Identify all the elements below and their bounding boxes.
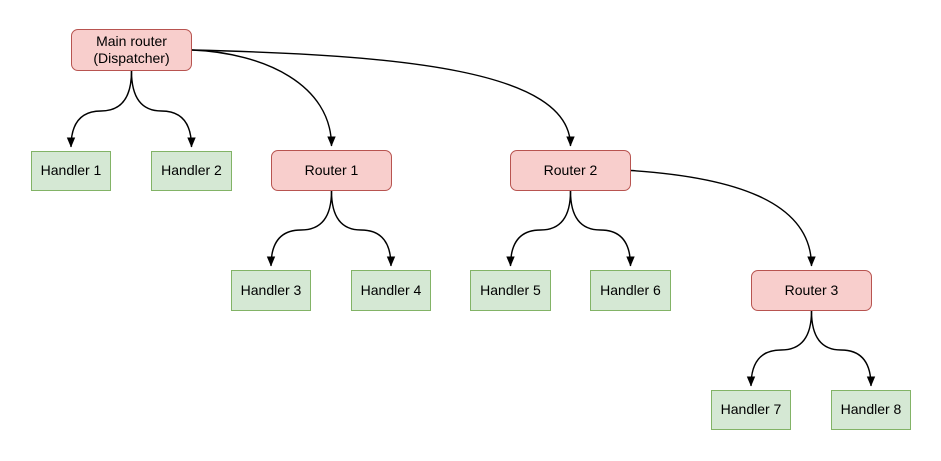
node-handler-3: Handler 3 <box>231 270 311 311</box>
edge-router1-to-handler3 <box>266 190 333 267</box>
edge-main-to-router1 <box>191 49 336 147</box>
node-router-2: Router 2 <box>510 150 631 191</box>
node-handler-7: Handler 7 <box>711 390 791 430</box>
edge-main-to-handler2 <box>130 70 196 148</box>
edge-router3-to-handler7 <box>746 310 813 387</box>
edge-router2-to-handler5 <box>506 190 572 267</box>
edge-router2-to-handler6 <box>569 190 635 267</box>
node-handler-5: Handler 5 <box>470 270 551 311</box>
edge-router3-to-handler8 <box>810 310 876 387</box>
node-handler-2: Handler 2 <box>151 151 232 191</box>
edge-main-to-router2 <box>191 49 575 147</box>
node-main-router: Main router (Dispatcher) <box>71 29 192 71</box>
edge-router2-to-router3 <box>630 169 816 267</box>
edge-main-to-handler1 <box>66 70 133 148</box>
node-handler-8: Handler 8 <box>831 390 911 430</box>
node-handler-6: Handler 6 <box>590 270 671 311</box>
node-router-3: Router 3 <box>751 270 872 311</box>
node-router-1: Router 1 <box>271 150 392 191</box>
node-handler-1: Handler 1 <box>31 151 111 191</box>
node-handler-4: Handler 4 <box>351 270 431 311</box>
edge-router1-to-handler4 <box>330 190 396 267</box>
